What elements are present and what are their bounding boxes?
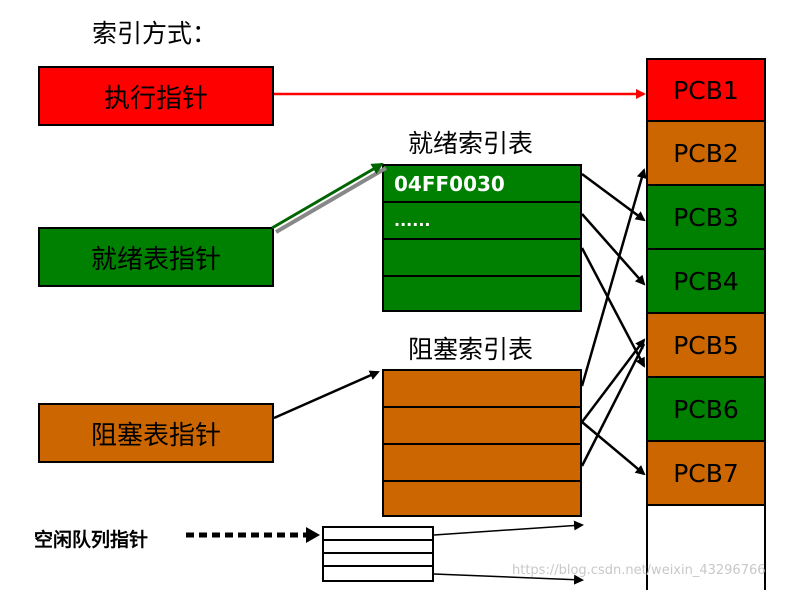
- pcb-7: PCB7: [648, 442, 764, 506]
- blocked-row4-to-pcb5-arrow: [580, 343, 646, 467]
- ready-pointer-arrow: [271, 162, 384, 230]
- exec-pointer-box: 执行指针: [38, 66, 274, 126]
- ready-pointer-box: 就绪表指针: [38, 227, 274, 287]
- pcb-5: PCB5: [648, 314, 764, 378]
- ready-table-row: 04FF0030: [384, 166, 580, 203]
- ready-table-row: [384, 240, 580, 277]
- pcb-3: PCB3: [648, 186, 764, 250]
- free-queue-row: [324, 541, 432, 554]
- free-queue-arrow-2: [433, 573, 584, 585]
- ready-index-table: 04FF0030 ......: [382, 164, 582, 312]
- pcb-label: PCB1: [673, 75, 739, 105]
- blocked-index-table: [382, 369, 582, 517]
- pcb-table: PCB1 PCB2 PCB3 PCB4 PCB5 PCB6 PCB7: [646, 58, 766, 590]
- pcb-label: PCB4: [673, 266, 739, 296]
- pcb-label: PCB6: [673, 394, 739, 424]
- ready-row3-to-pcb6-arrow: [580, 247, 646, 368]
- free-queue-table: [322, 526, 434, 582]
- ready-table-row: ......: [384, 203, 580, 240]
- pcb-label: PCB2: [673, 138, 739, 168]
- ready-row1-to-pcb3-arrow: [581, 172, 646, 222]
- ready-table-label: 就绪索引表: [408, 129, 534, 158]
- pcb-label: PCB5: [673, 330, 739, 360]
- ready-row2-to-pcb4-arrow: [581, 213, 646, 286]
- blocked-table-label: 阻塞索引表: [408, 335, 534, 364]
- pcb-label: PCB3: [673, 202, 739, 232]
- ready-row-text: ......: [394, 211, 431, 230]
- free-queue-row: [324, 528, 432, 541]
- blocked-row2-to-pcb5-arrow: [581, 338, 646, 423]
- pcb-2: PCB2: [648, 122, 764, 186]
- blocked-table-row: [384, 408, 580, 445]
- free-queue-arrow-1: [433, 520, 584, 536]
- pcb-label: PCB7: [673, 458, 739, 488]
- blocked-row1-to-pcb2-arrow: [580, 168, 647, 387]
- pcb-6: PCB6: [648, 378, 764, 442]
- free-pointer-label: 空闲队列指针: [34, 529, 149, 551]
- blocked-table-row: [384, 445, 580, 482]
- ready-row-text: 04FF0030: [394, 172, 505, 196]
- pcb-1: PCB1: [648, 58, 764, 122]
- page-title: 索引方式：: [92, 19, 218, 48]
- ready-pointer-label: 就绪表指针: [90, 244, 221, 275]
- blocked-row3-to-pcb7-arrow: [581, 421, 646, 476]
- blocked-pointer-box: 阻塞表指针: [38, 403, 274, 463]
- blocked-pointer-label: 阻塞表指针: [90, 420, 221, 451]
- pcb-4: PCB4: [648, 250, 764, 314]
- watermark: https://blog.csdn.net/weixin_43296766: [512, 563, 766, 578]
- blocked-pointer-arrow: [273, 370, 380, 420]
- free-queue-row: [324, 554, 432, 567]
- exec-pointer-label: 执行指针: [103, 83, 208, 114]
- blocked-table-row: [384, 371, 580, 408]
